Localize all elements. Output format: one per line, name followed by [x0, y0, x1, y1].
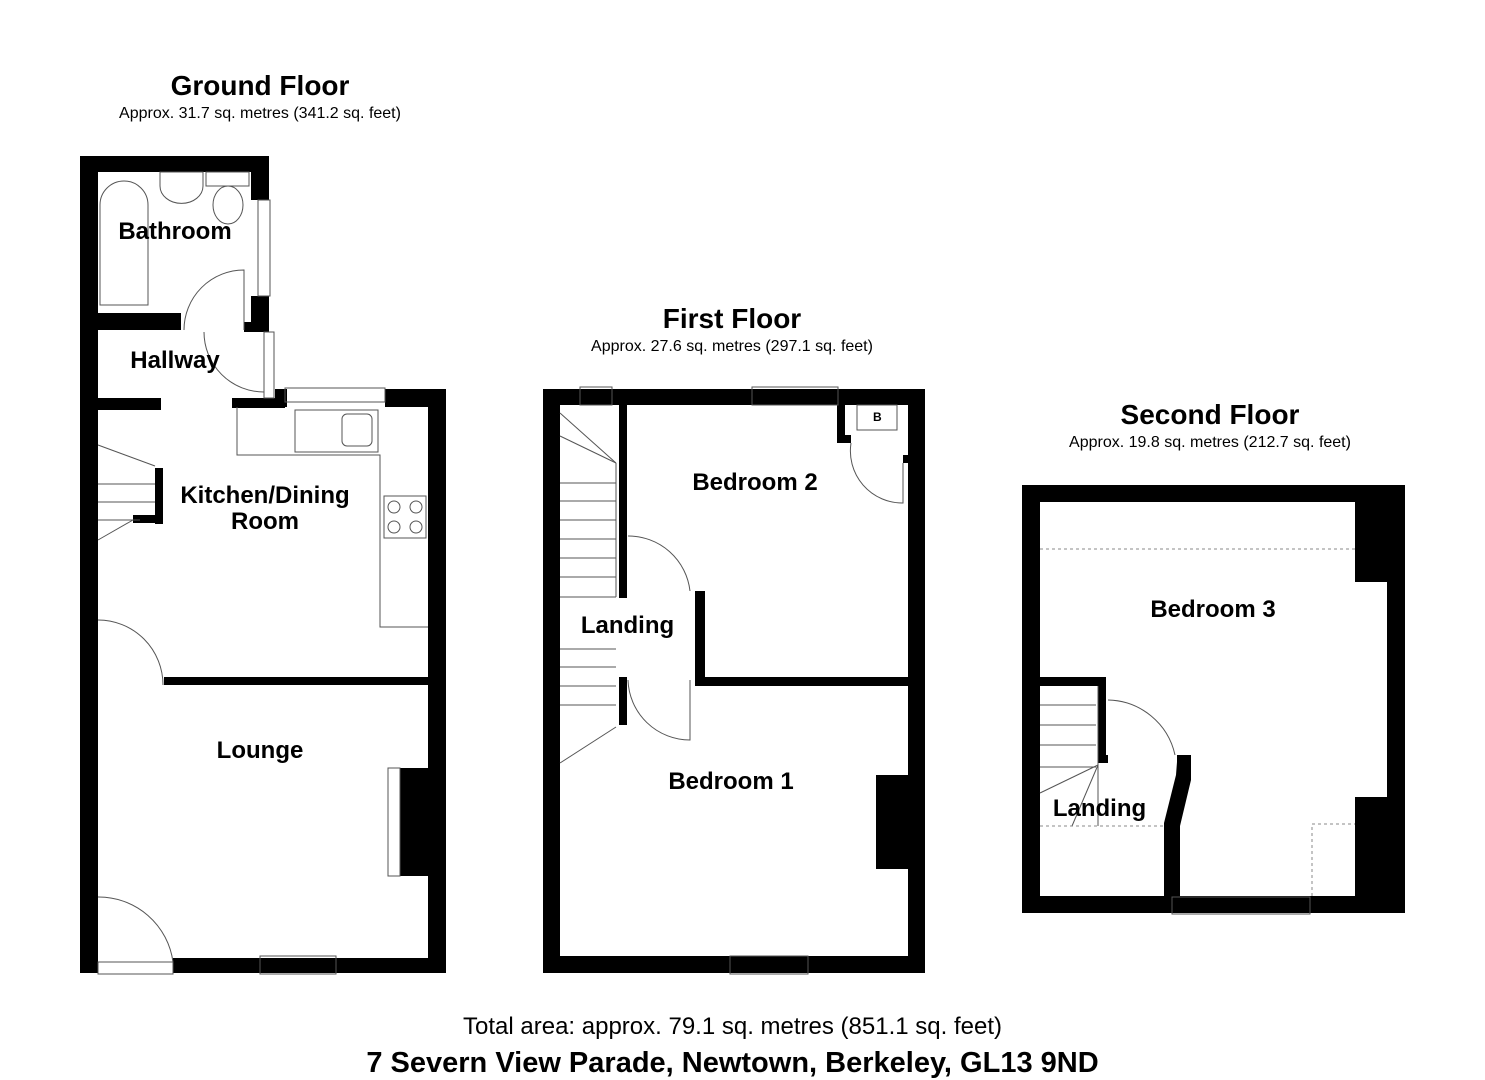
second-floor-area: Approx. 19.8 sq. metres (212.7 sq. feet) — [1069, 434, 1351, 451]
second-floor-title: Second Floor — [1120, 399, 1300, 430]
room-label-bedroom-1: Bedroom 1 — [668, 768, 794, 795]
total-area: Total area: approx. 79.1 sq. metres (851… — [463, 1013, 1002, 1040]
room-label-bathroom: Bathroom — [118, 218, 232, 245]
first-floor-title: First Floor — [662, 303, 802, 334]
room-label-kitchen-line2: Room — [231, 508, 299, 535]
room-label-landing-second: Landing — [1052, 795, 1147, 822]
property-address: 7 Severn View Parade, Newtown, Berkeley,… — [366, 1047, 1099, 1079]
ground-floor-title: Ground Floor — [170, 70, 350, 101]
room-label-bedroom-3: Bedroom 3 — [1150, 596, 1276, 623]
boiler-label: B — [873, 410, 882, 424]
room-label-kitchen-line1: Kitchen/Dining — [180, 482, 350, 509]
first-floor-area: Approx. 27.6 sq. metres (297.1 sq. feet) — [591, 338, 873, 355]
room-label-hallway: Hallway — [130, 347, 220, 374]
room-label-lounge: Lounge — [216, 737, 304, 764]
ground-floor-area: Approx. 31.7 sq. metres (341.2 sq. feet) — [119, 105, 401, 122]
room-label-bedroom-2: Bedroom 2 — [692, 469, 818, 496]
room-label-landing-first: Landing — [580, 612, 675, 639]
